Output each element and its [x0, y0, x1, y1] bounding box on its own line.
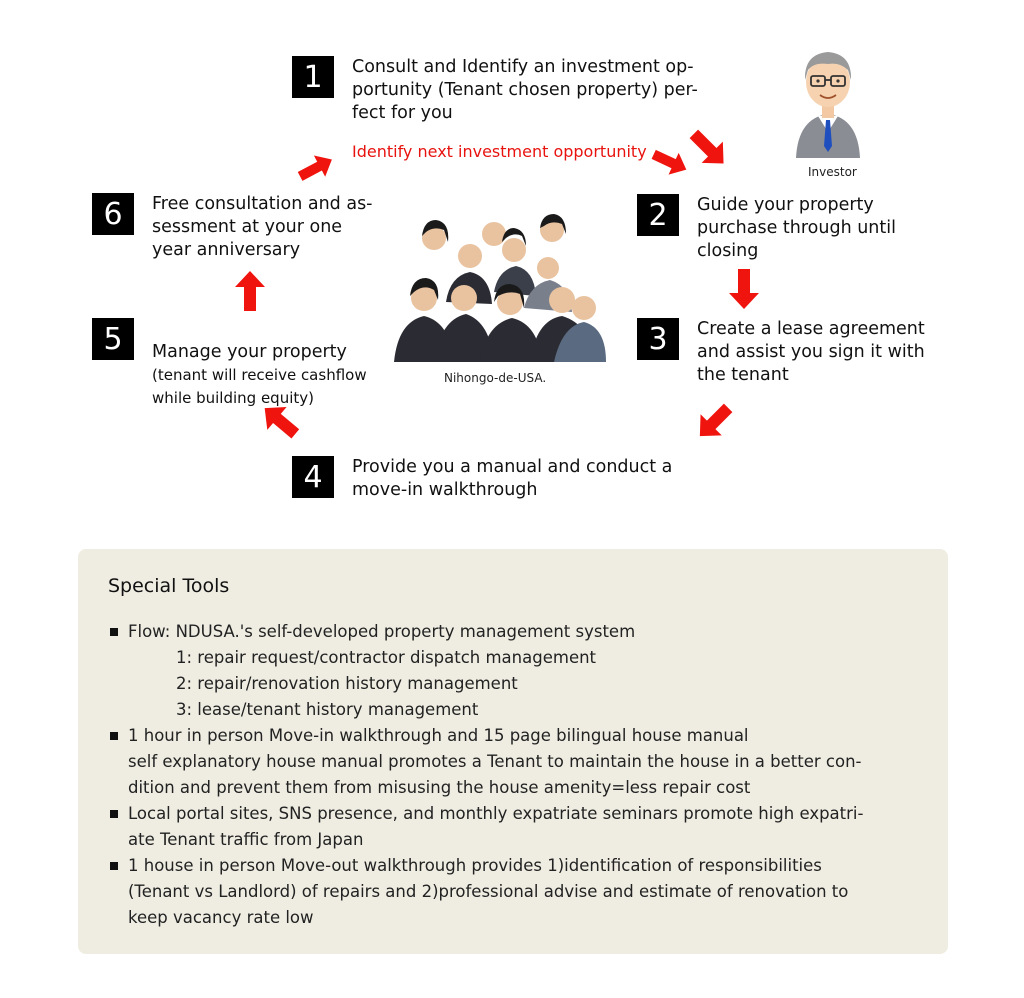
step-3: 3 Create a lease agreement and assist yo… — [637, 318, 925, 387]
investor-label: Investor — [808, 165, 857, 179]
arrow-step5-to-step6 — [235, 271, 265, 311]
step-number-5: 5 — [92, 318, 134, 360]
flow-item-1: 1: repair request/contractor dispatch ma… — [176, 648, 597, 667]
bullet-walkthrough: 1 hour in person Move-in walkthrough and… — [108, 723, 928, 749]
identify-next-label: Identify next investment opportunity — [352, 142, 647, 161]
step-text-6: Free consultation and as- sessment at yo… — [152, 194, 373, 260]
investor-illustration — [796, 52, 860, 158]
step-number-6: 6 — [92, 193, 134, 235]
step-2: 2 Guide your property purchase through u… — [637, 194, 896, 263]
step-6: 6 Free consultation and as- sessment at … — [92, 193, 373, 262]
flow-item-3: 3: lease/tenant history management — [176, 700, 479, 719]
step-text-4: Provide you a manual and conduct a move-… — [352, 457, 673, 500]
arrow-step4-to-step5 — [264, 406, 300, 439]
step-text-3: Create a lease agreement and assist you … — [697, 319, 925, 385]
step-text-2: Guide your property purchase through unt… — [697, 195, 896, 261]
special-tools-panel: Special Tools Flow: NDUSA.'s self-develo… — [78, 549, 948, 954]
step-number-2: 2 — [637, 194, 679, 236]
arrow-step1-to-step2 — [689, 129, 724, 164]
arrow-next-opportunity-to-step2 — [651, 149, 687, 175]
step-text-1: Consult and Identify an investment op- p… — [352, 57, 698, 123]
flow-item-2: 2: repair/renovation history management — [176, 674, 518, 693]
special-tools-title: Special Tools — [108, 575, 230, 597]
walkthrough-description: self explanatory house manual promotes a… — [128, 752, 862, 797]
bullet-moveout: 1 house in person Move-out walkthrough p… — [108, 853, 928, 931]
team-label: Nihongo-de-USA. — [444, 371, 547, 385]
arrow-step3-to-step4 — [699, 403, 733, 437]
step-5: 5 Manage your property (tenant will rece… — [92, 318, 367, 433]
bullet-portal: Local portal sites, SNS presence, and mo… — [108, 801, 928, 853]
arrow-step2-to-step3 — [729, 269, 759, 309]
step-text-5-sub: (tenant will receive cashflow while buil… — [152, 366, 367, 407]
step-text-5-main: Manage your property — [152, 342, 347, 362]
step-number-1: 1 — [292, 56, 334, 98]
bullet-flow: Flow: NDUSA.'s self-developed property m… — [108, 619, 928, 645]
arrow-step6-to-next-opportunity — [297, 155, 332, 181]
step-number-3: 3 — [637, 318, 679, 360]
step-number-4: 4 — [292, 456, 334, 498]
step-4: 4 Provide you a manual and conduct a mov… — [292, 456, 672, 502]
special-tools-list: Flow: NDUSA.'s self-developed property m… — [108, 619, 928, 931]
step-1: 1 Consult and Identify an investment op-… — [292, 56, 698, 125]
team-photo — [394, 212, 606, 362]
step-text-5: Manage your property (tenant will receiv… — [152, 318, 367, 433]
